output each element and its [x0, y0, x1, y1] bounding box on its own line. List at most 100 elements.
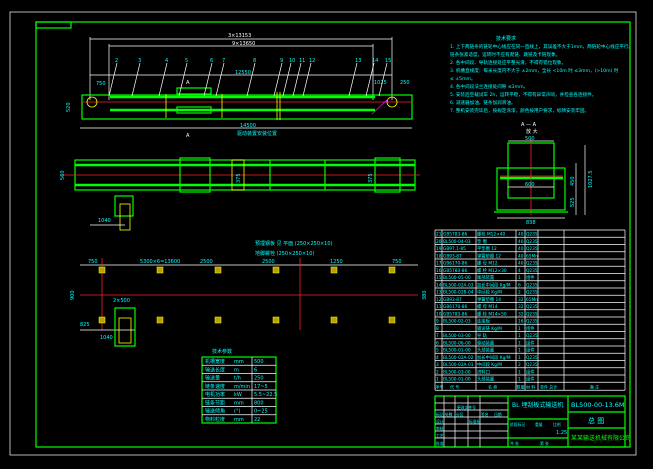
part-number: 21: [436, 232, 442, 238]
callout-number: 8: [253, 58, 256, 64]
part-material: Q235: [526, 304, 538, 310]
title-block-label: 设计: [436, 419, 444, 424]
part-qty: 1: [518, 275, 521, 281]
part-name: 中间段 Kg/M: [477, 289, 502, 296]
part-name: 弹簧垫圈 14: [477, 296, 501, 303]
section-view[interactable]: A — A 放 大 500 600 838 1027.5 450 525: [494, 122, 594, 226]
elevation-view[interactable]: 3×13153 9×13650 12550 14500 750 1025 250…: [66, 33, 413, 139]
param-name: 输送量: [205, 375, 220, 382]
part-material: Q235: [526, 268, 538, 274]
callout-number: 14: [372, 58, 378, 64]
part-code: BL500-02A-02: [443, 355, 474, 361]
part-qty: 1: [518, 369, 521, 375]
foundation-view[interactable]: 预埋钢板 见 平面 (250×250×10) 地脚螺栓 (250×250×10)…: [70, 240, 428, 347]
part-code: GB93-87: [443, 253, 462, 259]
title-block: 标记处数分区更改文件号签名日期设计标准化审核工艺批准阶段标记重量比例共 张第 张…: [434, 395, 631, 448]
param-unit: mm: [234, 359, 244, 365]
foundation-dim: 2500: [200, 259, 213, 265]
part-number: 9: [436, 319, 439, 325]
part-material: Q235: [526, 362, 538, 368]
requirement-item: 6. 减速器加油，链条加润滑油。: [450, 99, 516, 106]
outer-frame: [9, 11, 637, 456]
callout-number: 7: [222, 58, 225, 64]
param-name: 物料粒度: [205, 416, 225, 423]
part-material: Q235: [526, 311, 538, 317]
dim-right2: 250: [400, 80, 410, 86]
part-code: GB5783-86: [443, 311, 467, 317]
param-name: 机槽宽度: [205, 358, 225, 365]
param-unit: m: [234, 367, 239, 373]
param-value: 250: [254, 376, 264, 382]
dim-mid: 12550: [235, 70, 251, 76]
drawing-number: BL500-00-13.6M: [571, 401, 625, 409]
part-code: BL500-02A-01: [443, 362, 474, 368]
part-name: 螺栓 M12×40: [477, 231, 505, 238]
part-number: 11: [436, 304, 442, 310]
part-material: 组件: [526, 339, 535, 346]
part-qty: 6: [518, 282, 521, 288]
part-name: 弹簧垫圈 12: [477, 252, 501, 259]
requirement-item: ≤ ±5mm。: [450, 76, 476, 82]
anchor-plate: [388, 266, 396, 274]
part-number: 17: [436, 261, 442, 267]
part-name: 螺 栓 M12×30: [477, 267, 507, 274]
callout-leader: [203, 62, 213, 97]
foundation-dim: 750: [392, 259, 402, 265]
part-qty: 4: [518, 268, 521, 274]
foundation-dim: 750: [88, 259, 98, 265]
callout-number: 9: [280, 58, 283, 64]
part-code: BL500-03-00: [443, 369, 471, 375]
callout-leader: [348, 62, 358, 97]
param-name: 输送倾角: [205, 408, 225, 415]
section-dim-bottom: 838: [526, 220, 536, 226]
anchor-plate: [98, 266, 106, 274]
plan-view[interactable]: 560 1040 375 375: [60, 157, 420, 231]
callout-number: 10: [289, 58, 295, 64]
title-block-label: 重量: [535, 422, 543, 427]
plan-dim-drive: 1040: [98, 218, 111, 224]
callout-leader: [246, 62, 256, 97]
part-name: 加长中间段 Kg/M: [477, 354, 511, 361]
part-qty: 40: [518, 246, 524, 252]
parts-header-cell: 备 注: [590, 383, 599, 389]
callout-number: 15: [385, 58, 391, 64]
part-qty: 2: [518, 362, 521, 368]
part-name: 中间段 Kg/M: [477, 361, 502, 368]
part-qty: 32: [518, 311, 524, 317]
title-block-label: 比例: [553, 422, 561, 427]
part-code: GB5783-86: [443, 268, 467, 274]
drawing-name: 总 图: [588, 416, 604, 425]
section-dim-height: 1027.5: [588, 171, 594, 189]
section-dim-mid: 600: [525, 182, 535, 188]
part-number: 12: [436, 297, 442, 303]
param-unit: t/h: [234, 376, 241, 382]
product-name: BL 埋刮板式输送机: [512, 401, 563, 409]
anchor-plate: [98, 316, 106, 324]
requirement-item: 7. 整机安装完毕后，按规定涂漆，颜色按用户要求，标牌安装牢固。: [450, 107, 589, 114]
callout-number: 11: [299, 58, 305, 64]
param-value: 22: [254, 417, 260, 423]
plan-dim-b: 375: [368, 173, 374, 183]
callout-number: 12: [309, 58, 315, 64]
title-block-label: 审核: [436, 426, 444, 431]
part-code: GB97.1-85: [443, 246, 466, 252]
part-code: BL500-01-00: [443, 377, 471, 383]
title-block-label: 共 张: [510, 441, 519, 446]
param-unit: mm: [234, 417, 244, 423]
part-number: 3: [436, 362, 439, 368]
foundation-dim: 2500: [262, 259, 275, 265]
company-name: 某某输送机械有限公司: [571, 434, 631, 442]
dim-height: 520: [66, 102, 72, 112]
callout-leader: [215, 62, 225, 97]
